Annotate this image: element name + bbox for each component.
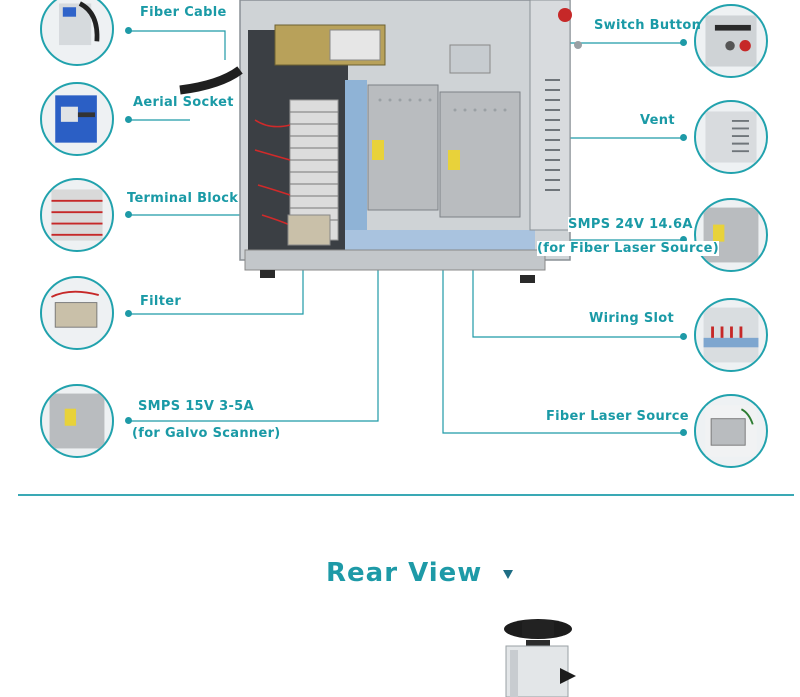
fiber-cable-thumbnail bbox=[40, 0, 114, 66]
vent-thumbnail bbox=[694, 100, 768, 174]
filter-thumbnail bbox=[40, 276, 114, 350]
wiring-slot-marker bbox=[680, 333, 687, 340]
smps-15v-marker bbox=[125, 417, 132, 424]
filter-marker bbox=[125, 310, 132, 317]
smps-24v-label: SMPS 24V 14.6A bbox=[568, 217, 693, 232]
switch-button-thumbnail bbox=[694, 4, 768, 78]
switch-button-marker bbox=[680, 39, 687, 46]
terminal-block-marker bbox=[125, 211, 132, 218]
vent-marker bbox=[680, 134, 687, 141]
fiber-cable-marker bbox=[125, 27, 132, 34]
rear-view-title: Rear View bbox=[326, 558, 483, 588]
terminal-block-label: Terminal Block bbox=[127, 191, 239, 206]
aerial-socket-label: Aerial Socket bbox=[133, 95, 234, 110]
filter-label: Filter bbox=[140, 294, 182, 309]
smps-15v-thumbnail bbox=[40, 384, 114, 458]
switch-button-label: Switch Button bbox=[594, 18, 702, 33]
fiber-cable-label: Fiber Cable bbox=[140, 5, 227, 20]
aerial-socket-marker bbox=[125, 116, 132, 123]
wiring-slot-label: Wiring Slot bbox=[589, 311, 675, 326]
fiber-laser-source-thumbnail bbox=[694, 394, 768, 468]
smps-15v-label: SMPS 15V 3-5A bbox=[138, 399, 254, 414]
smps-15v-sublabel: (for Galvo Scanner) bbox=[132, 426, 281, 441]
smps-24v-sublabel: (for Fiber Laser Source) bbox=[537, 241, 720, 256]
vent-label: Vent bbox=[640, 113, 675, 128]
terminal-block-thumbnail bbox=[40, 178, 114, 252]
chevron-down-icon bbox=[503, 570, 513, 579]
fiber-laser-source-label: Fiber Laser Source bbox=[546, 409, 689, 424]
smps-24v-marker bbox=[680, 236, 687, 243]
aerial-socket-thumbnail bbox=[40, 82, 114, 156]
section-divider bbox=[18, 494, 794, 496]
fiber-laser-source-marker bbox=[680, 429, 687, 436]
smps-24v-thumbnail bbox=[694, 198, 768, 272]
wiring-slot-thumbnail bbox=[694, 298, 768, 372]
